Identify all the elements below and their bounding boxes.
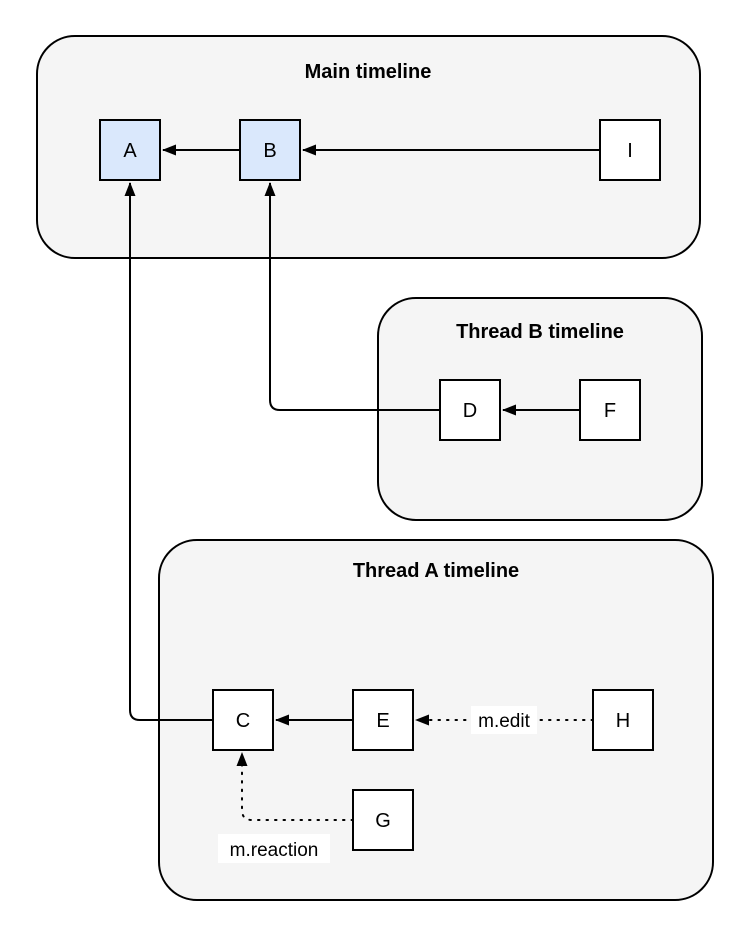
edge-label-m-reaction-bg	[218, 834, 330, 863]
edge-c-to-a	[124, 182, 213, 721]
node-d-label: D	[463, 400, 477, 422]
node-b-box	[239, 119, 301, 181]
node-c-box	[212, 689, 274, 751]
node-d-box	[439, 379, 501, 441]
node-d: D	[439, 379, 501, 441]
node-i-label: I	[627, 140, 633, 162]
edge-label-m-edit-bg	[471, 706, 537, 734]
edge-label-m-edit: m.edit	[471, 706, 537, 734]
node-i-box	[599, 119, 661, 181]
container-main-timeline-box	[36, 35, 701, 259]
edge-label-m-edit-text: m.edit	[478, 711, 530, 732]
node-h-label: H	[616, 710, 630, 732]
node-g-label: G	[375, 810, 391, 832]
container-thread-a-timeline-title: Thread A timeline	[353, 560, 519, 582]
node-f: F	[579, 379, 641, 441]
node-h: H	[592, 689, 654, 751]
node-e-box	[352, 689, 414, 751]
node-f-label: F	[604, 400, 616, 422]
node-g-box	[352, 789, 414, 851]
node-e: E	[352, 689, 414, 751]
node-f-box	[579, 379, 641, 441]
node-i: I	[599, 119, 661, 181]
node-b-label: B	[263, 140, 276, 162]
edge-d-to-b	[264, 182, 440, 411]
edge-label-m-reaction: m.reaction	[218, 834, 330, 863]
container-main-timeline-title: Main timeline	[305, 61, 432, 83]
node-a: A	[99, 119, 161, 181]
edge-label-m-reaction-text: m.reaction	[230, 840, 319, 861]
node-h-box	[592, 689, 654, 751]
node-a-label: A	[123, 140, 137, 162]
container-thread-b-timeline-title: Thread B timeline	[456, 321, 624, 343]
node-a-box	[99, 119, 161, 181]
node-g: G	[352, 789, 414, 851]
node-b: B	[239, 119, 301, 181]
node-c-label: C	[236, 710, 250, 732]
node-c: C	[212, 689, 274, 751]
container-main-timeline: Main timeline	[36, 35, 701, 259]
node-e-label: E	[376, 710, 389, 732]
